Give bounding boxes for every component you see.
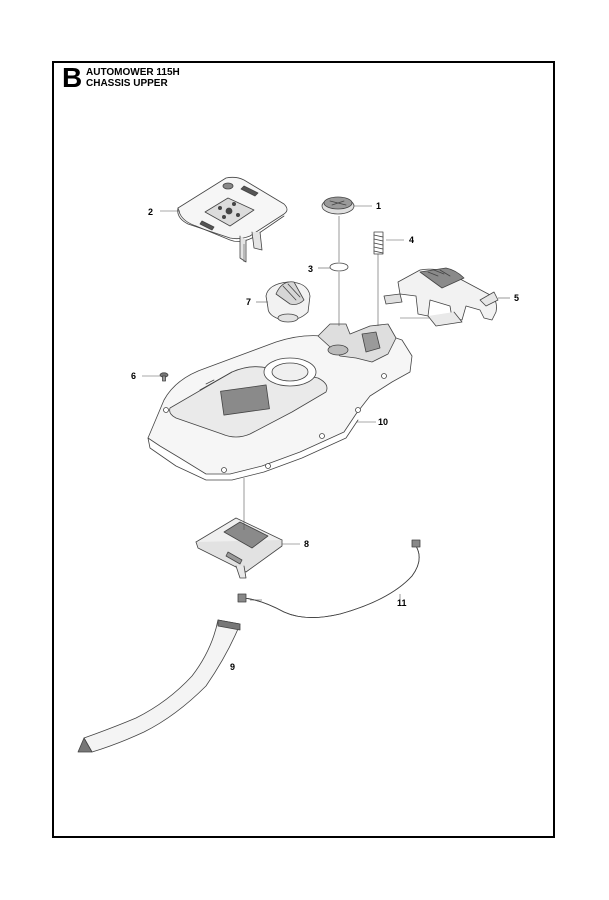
callout-8: 8 [304, 539, 310, 549]
callout-4: 4 [409, 235, 415, 245]
diagram-title: AUTOMOWER 115H CHASSIS UPPER [86, 67, 180, 89]
part-7-adjustment-knob [265, 281, 311, 323]
model-name: AUTOMOWER 115H [86, 67, 180, 78]
section-name: CHASSIS UPPER [86, 78, 168, 89]
callout-7: 7 [246, 297, 252, 307]
part-4-spring [373, 231, 384, 255]
part-2-display-cover [177, 176, 288, 263]
part-5-handle [383, 267, 499, 327]
part-6-screw [159, 372, 169, 382]
diagram-frame [52, 61, 555, 838]
part-10-upper-chassis [147, 323, 413, 481]
callout-2: 2 [148, 207, 154, 217]
part-1-stop-button [321, 196, 355, 215]
callout-3: 3 [308, 264, 314, 274]
callout-11: 11 [397, 598, 407, 608]
part-11-cable [237, 539, 421, 618]
part-8-circuit-board [195, 517, 283, 579]
leader-lines [142, 205, 510, 601]
part-3-washer [329, 262, 349, 272]
callout-9: 9 [230, 662, 236, 672]
callout-1: 1 [376, 201, 382, 211]
part-9-ribbon-cable [77, 619, 241, 753]
callout-10: 10 [378, 417, 389, 427]
callout-5: 5 [514, 293, 520, 303]
section-letter: B [62, 62, 83, 93]
callout-6: 6 [131, 371, 137, 381]
